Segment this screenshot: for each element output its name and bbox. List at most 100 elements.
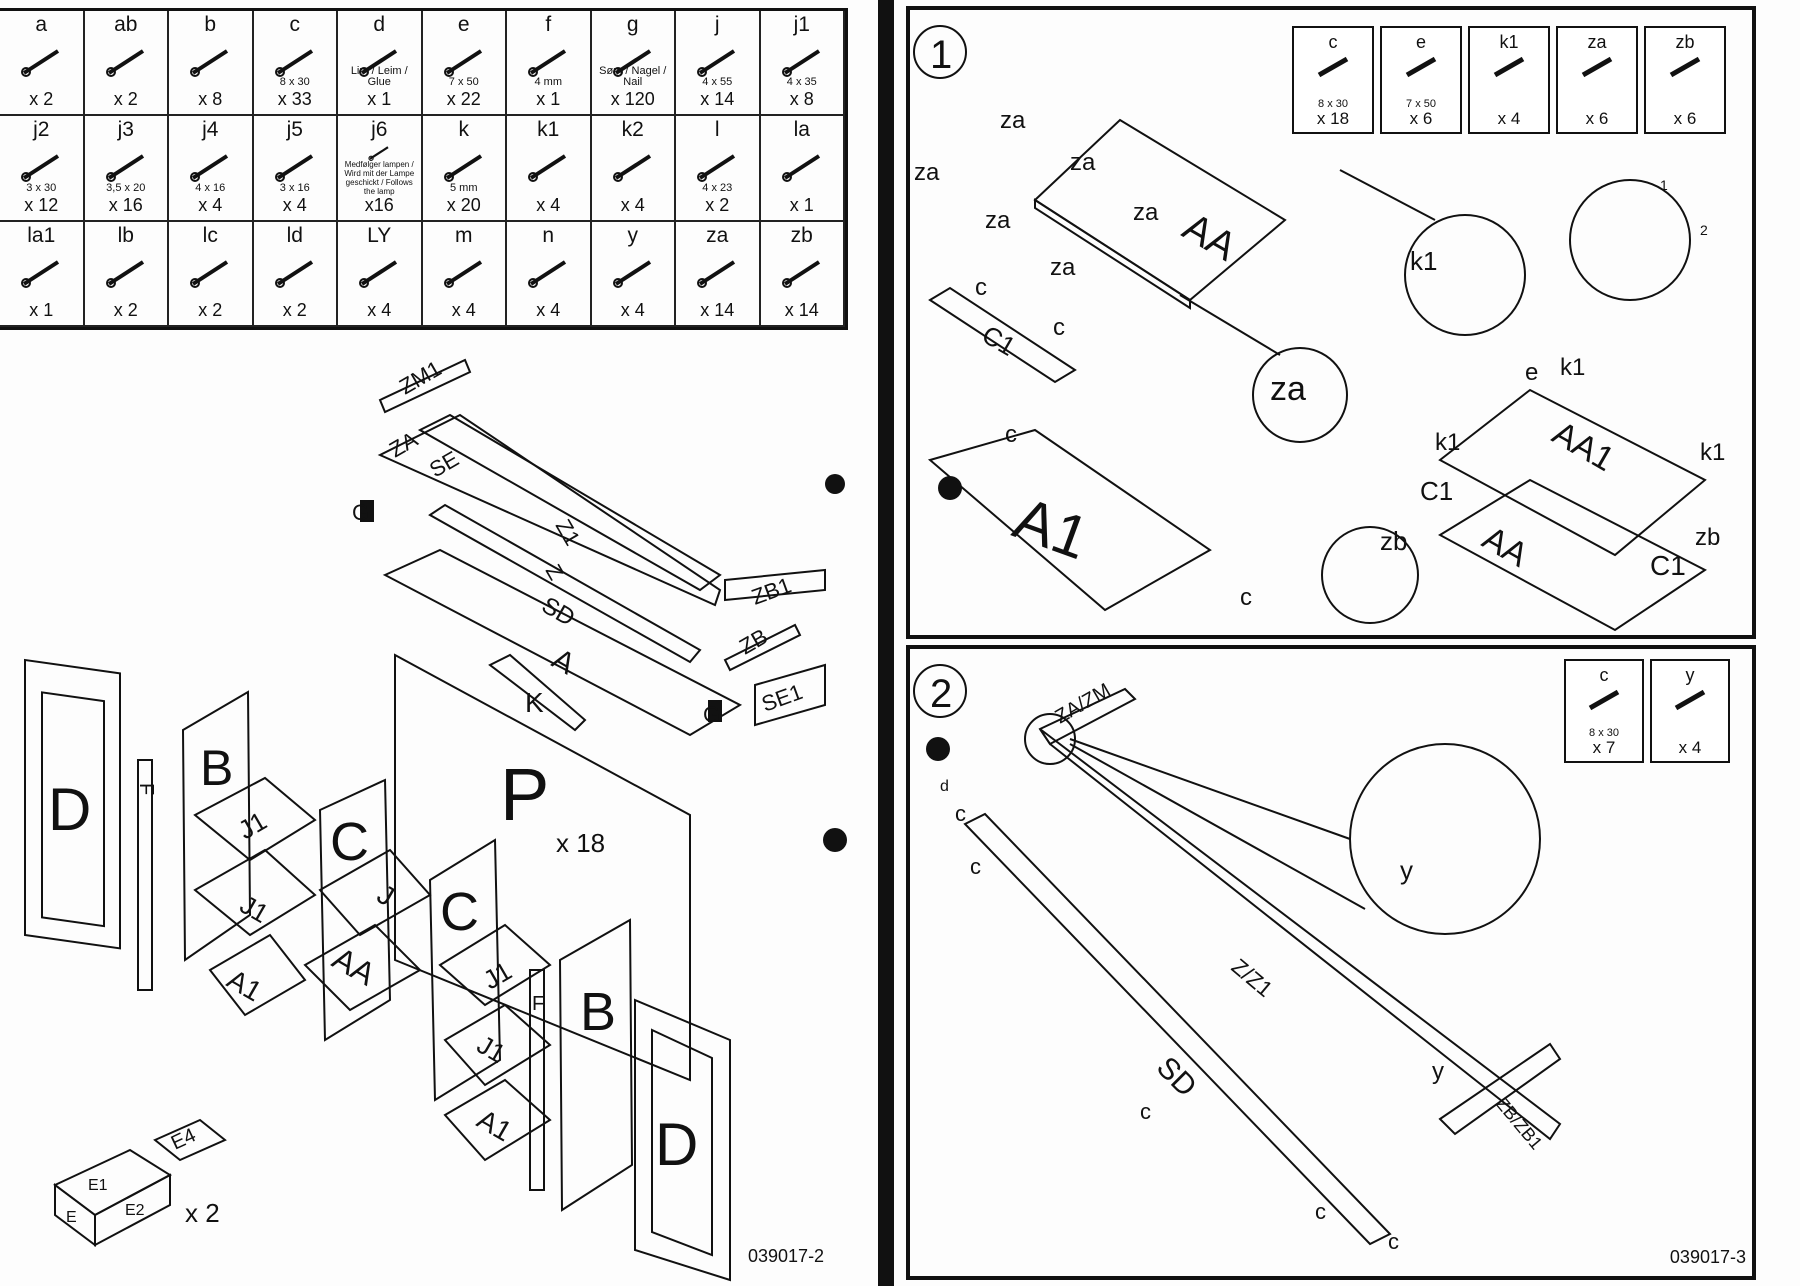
label-za: za xyxy=(985,207,1011,234)
label-se1: SE1 xyxy=(758,679,806,717)
part-code: j xyxy=(714,13,720,36)
part-spec: 8 x 30 xyxy=(279,76,310,89)
label-sd: SD xyxy=(1150,1051,1203,1104)
step-part-box: za x 6 xyxy=(1556,26,1638,134)
part-quantity: x 22 xyxy=(446,89,481,110)
part-code: y xyxy=(627,223,639,247)
step-part-box: k1 x 4 xyxy=(1468,26,1550,134)
part-cell: la1 x 1 xyxy=(0,221,85,327)
label-f-left: F xyxy=(135,783,157,795)
step-part-box: e 7 x 50 x 6 xyxy=(1380,26,1462,134)
part-icon xyxy=(781,259,820,288)
part-quantity: x 4 xyxy=(536,194,561,215)
label-aa: AA xyxy=(1476,519,1535,575)
part-quantity: x 4 xyxy=(451,300,476,320)
part-cell: j 4 x 55 x 14 xyxy=(676,11,761,117)
part-icon xyxy=(697,154,736,183)
part-quantity: x 12 xyxy=(24,194,59,215)
part-cell: j5 3 x 16 x 4 xyxy=(253,116,338,222)
part-cell: j6 Medfølger lampen / Wird mit der Lampe… xyxy=(338,116,423,222)
part-cell: lc x 2 xyxy=(169,221,254,327)
part-code: l xyxy=(714,118,720,142)
part-quantity: x 2 xyxy=(198,300,223,320)
label-arrow-2: 2 xyxy=(1700,222,1708,238)
label-c: c xyxy=(1388,1229,1399,1254)
label-k: K xyxy=(525,687,544,718)
part-icon xyxy=(1317,56,1349,78)
part-quantity: x 4 xyxy=(282,194,307,215)
part-quantity: x 2 xyxy=(113,300,138,320)
part-cell: b x 8 xyxy=(169,11,254,117)
part-cell: f 4 mm x 1 xyxy=(507,11,592,117)
label-k1: k1 xyxy=(1700,439,1725,466)
part-icon xyxy=(1581,56,1613,78)
label-za: za xyxy=(1000,107,1026,134)
part-icon xyxy=(528,259,567,288)
part-cell: l 4 x 23 x 2 xyxy=(676,116,761,222)
page-divider xyxy=(878,0,894,1286)
label-y: y xyxy=(1432,1058,1444,1085)
part-code: zb xyxy=(790,223,813,247)
part-quantity: x 1 xyxy=(536,89,561,110)
part-icon xyxy=(368,146,389,162)
part-code: y xyxy=(1685,665,1695,685)
step-part-box: c 8 x 30 x 18 xyxy=(1292,26,1374,134)
part-quantity: x 8 xyxy=(789,89,814,110)
part-icon xyxy=(105,259,144,288)
part-quantity: x 2 xyxy=(113,89,138,110)
part-cell: g Søm / Nagel / Nail x 120 xyxy=(591,11,676,117)
part-spec: Lim / Leim / Glue xyxy=(350,65,408,89)
label-zb1: ZB1 xyxy=(748,572,794,609)
part-code: e xyxy=(1415,32,1426,52)
part-quantity: x 2 xyxy=(282,300,307,320)
label-za: za xyxy=(1133,199,1159,226)
part-quantity: x 20 xyxy=(446,194,481,215)
label-door-d-left: D xyxy=(48,776,91,843)
part-quantity: x16 xyxy=(364,194,394,215)
label-k1: k1 xyxy=(1410,246,1437,276)
part-cell: y x 4 xyxy=(591,221,676,327)
label-c-right: C xyxy=(440,882,479,942)
label-c1: C1 xyxy=(1650,550,1686,581)
part-cell: d Lim / Leim / Glue x 1 xyxy=(338,11,423,117)
part-spec: 8 x 30 xyxy=(1589,727,1619,739)
label-g2: G xyxy=(703,702,720,727)
part-spec: 4 x 55 xyxy=(702,76,733,89)
part-icon xyxy=(612,154,651,183)
part-icon xyxy=(21,154,60,183)
label-zb: zb xyxy=(1695,524,1720,551)
part-icon xyxy=(190,259,229,288)
part-spec: 4 x 16 xyxy=(195,181,226,194)
part-code: n xyxy=(542,223,555,247)
part-cell: j2 3 x 30 x 12 xyxy=(0,116,85,222)
part-code: j3 xyxy=(117,118,134,142)
part-code: lb xyxy=(117,223,134,247)
part-cell: e 7 x 50 x 22 xyxy=(422,11,507,117)
part-cell: k 5 mm x 20 xyxy=(422,116,507,222)
part-icon xyxy=(612,49,651,77)
label-aa: AA xyxy=(1176,205,1244,270)
part-quantity: x 7 xyxy=(1592,738,1616,757)
part-code: j6 xyxy=(371,118,388,142)
part-code: c xyxy=(289,13,301,36)
label-c1: C1 xyxy=(1420,476,1453,506)
part-spec: 4 mm xyxy=(534,76,563,89)
label-e1: E1 xyxy=(88,1177,108,1194)
label-d: d xyxy=(940,778,949,795)
part-spec: 3 x 16 xyxy=(279,181,310,194)
part-icon xyxy=(1674,689,1706,711)
part-icon xyxy=(1405,56,1437,78)
part-quantity: x 4 xyxy=(1678,738,1702,757)
label-za-detail: za xyxy=(1270,370,1306,408)
step-1-number: 1 xyxy=(930,33,952,77)
part-cell: k2 x 4 xyxy=(591,116,676,222)
part-spec: 8 x 30 xyxy=(1318,98,1348,110)
part-quantity: x 1 xyxy=(29,300,54,320)
step-part-box: zb x 6 xyxy=(1644,26,1726,134)
label-zb: ZB xyxy=(735,624,772,660)
label-za-zm: ZA/ZM xyxy=(1052,679,1115,728)
part-icon xyxy=(781,49,820,77)
part-quantity: x 14 xyxy=(700,300,735,320)
